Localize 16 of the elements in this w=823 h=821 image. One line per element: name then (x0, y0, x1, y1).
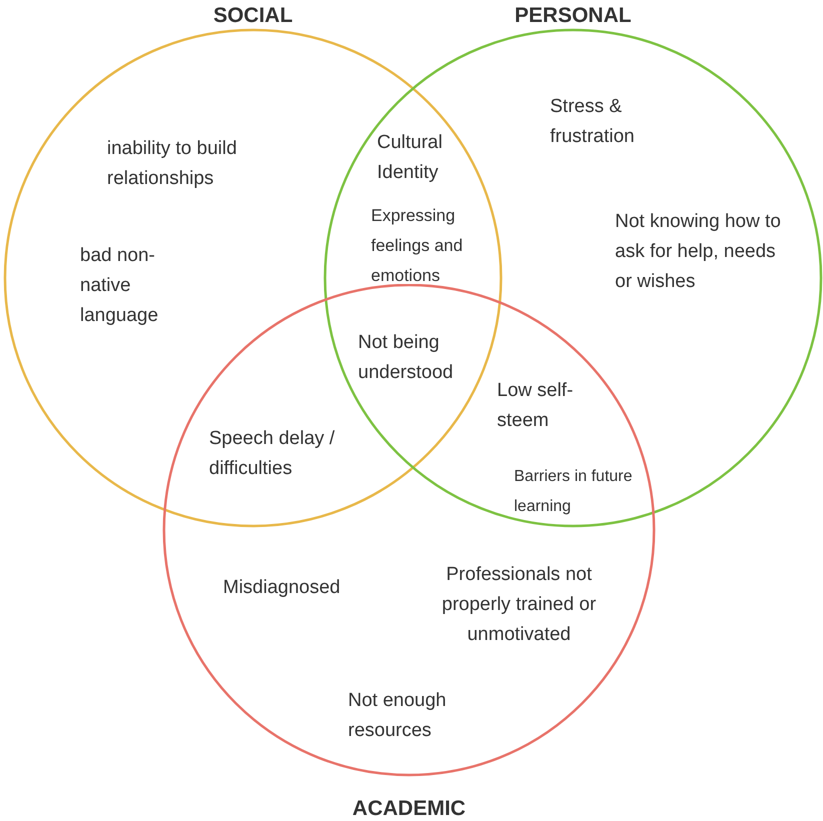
set-title: PERSONAL (514, 4, 632, 28)
region-label: Not being understood (358, 331, 454, 385)
region-label: Expressing feelings and emotions (371, 205, 464, 287)
region-label: Barriers in future learning (514, 467, 634, 517)
region-label: Low self-steem (497, 379, 574, 433)
region-label: Not enough resources (348, 689, 448, 743)
set-title: SOCIAL (213, 4, 293, 28)
region-label: Speech delay / difficulties (209, 427, 336, 481)
set-title: ACADEMIC (352, 797, 466, 821)
region-label: Professionals not properly trained or unmotivated (440, 563, 598, 647)
region-label: bad non-native language (80, 244, 160, 328)
region-label: Misdiagnosed (223, 576, 342, 600)
region-label: inability to build relationships (107, 137, 238, 191)
region-label: Not knowing how to ask for help, needs or wishes (615, 210, 782, 294)
region-label: Stress & frustration (550, 95, 636, 149)
region-label: Cultural Identity (377, 131, 444, 185)
